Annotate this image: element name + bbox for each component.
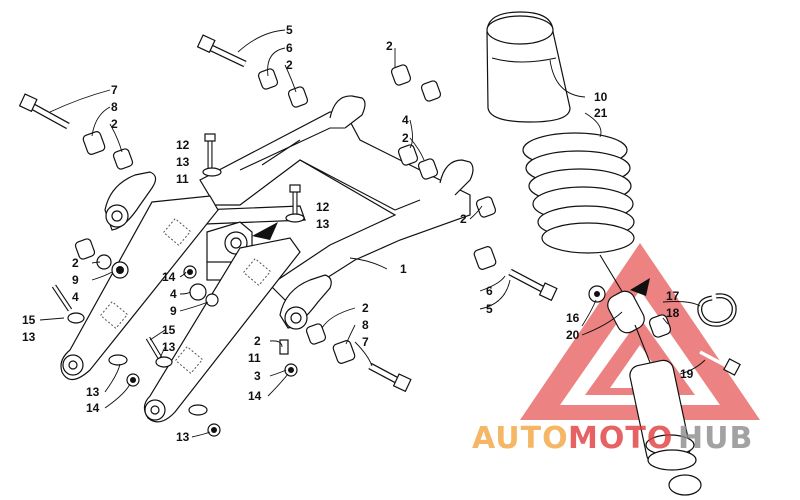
washer-13-bottom	[188, 404, 208, 416]
bolt-12-left	[202, 133, 222, 177]
callout-4-mid-left: 4	[170, 287, 177, 301]
callout-14-center: 14	[248, 389, 262, 403]
callout-13-bottom: 13	[176, 430, 190, 444]
callout-5-top: 5	[286, 23, 293, 37]
callout-10: 10	[594, 90, 608, 104]
shock-boot	[486, 11, 571, 123]
bushing-2-top	[287, 86, 309, 108]
bushing-8-left	[82, 131, 106, 155]
bushing-2-left	[112, 148, 134, 170]
callout-8-left: 8	[111, 100, 118, 114]
callout-labels: 5 6 2 7 8 2 2 4 2 10 21 12 13 11 12 13 2…	[22, 23, 694, 444]
bushing-2-right	[475, 196, 497, 218]
callout-13-center: 13	[316, 217, 330, 231]
bushing-8-lower-right	[332, 340, 356, 364]
bushing-2-upper-right	[390, 64, 412, 86]
shock-absorber	[588, 254, 702, 496]
callout-6-top: 6	[286, 41, 293, 55]
bushing-2-mid	[417, 158, 439, 180]
bolt-15-left	[51, 284, 85, 324]
link-arm-right	[143, 237, 301, 423]
callout-9-left: 9	[72, 273, 79, 287]
bushing-2-lower-right	[305, 323, 327, 345]
bolt-5-right	[508, 268, 558, 302]
direction-arrow	[252, 222, 278, 240]
callout-5-right: 5	[486, 302, 493, 316]
callout-16: 16	[566, 311, 580, 325]
bushing-2-lower-left	[74, 238, 96, 260]
watermark-hub: HUB	[678, 421, 753, 456]
callout-20: 20	[566, 328, 580, 342]
callout-4-left: 4	[72, 290, 79, 304]
callout-4-mid: 4	[402, 113, 409, 127]
callout-7-left: 7	[111, 83, 118, 97]
callout-12-center: 12	[316, 200, 330, 214]
bolt-7-left	[18, 93, 70, 130]
callout-13-left: 13	[176, 155, 190, 169]
callout-12-left: 12	[176, 138, 190, 152]
callout-2-center-lower: 2	[254, 334, 261, 348]
callout-19: 19	[680, 367, 694, 381]
snap-ring	[697, 293, 737, 327]
bolt-5-top	[196, 34, 247, 68]
callout-14-lower-left: 14	[86, 401, 100, 415]
watermark-auto: AUTO	[472, 421, 569, 456]
lower-loop	[279, 274, 332, 330]
callout-15-left: 15	[22, 313, 36, 327]
bolt-12-center	[285, 184, 305, 223]
callout-18: 18	[666, 306, 680, 320]
callout-2-right: 2	[460, 212, 467, 226]
nut-4-upper-right	[420, 80, 442, 102]
callout-7-lower-right: 7	[362, 335, 369, 349]
callout-2-top: 2	[286, 58, 293, 72]
callout-8-lower-right: 8	[362, 318, 369, 332]
callout-13-left-lower: 13	[22, 330, 36, 344]
callout-2-left: 2	[111, 117, 118, 131]
callout-21: 21	[594, 106, 608, 120]
callout-1: 1	[400, 262, 407, 276]
nut-4-mid-left	[189, 283, 207, 301]
bushing-6-top	[257, 68, 279, 90]
callout-13-lower-left: 13	[86, 385, 100, 399]
washer-13-lower-left	[108, 354, 128, 366]
callout-6-right: 6	[486, 284, 493, 298]
bolt-15-mid	[145, 336, 173, 368]
callout-2-upper-right: 2	[386, 39, 393, 53]
callout-3: 3	[254, 369, 261, 383]
callout-11-left: 11	[176, 172, 189, 186]
coil-spring	[522, 132, 635, 254]
callout-11-center: 11	[248, 351, 261, 365]
bushing-6-right	[473, 246, 497, 270]
callout-2-mid: 2	[402, 131, 409, 145]
washer-9-mid	[205, 293, 219, 307]
watermark-moto: MOTO	[568, 421, 673, 456]
callout-17: 17	[666, 289, 680, 303]
direction-arrow-shock	[630, 278, 650, 296]
callout-13-mid: 13	[162, 340, 176, 354]
callout-2-lower-left: 2	[72, 256, 79, 270]
link-arm-left	[60, 195, 219, 381]
bolt-7-lower-right	[368, 362, 412, 393]
nut-4-mid	[397, 144, 419, 166]
callout-9-mid: 9	[170, 304, 177, 318]
callout-14-mid: 14	[162, 270, 176, 284]
upper-left-loop	[104, 171, 157, 231]
bolt-19	[699, 350, 741, 376]
pin-3	[279, 339, 289, 355]
leader-lines	[39, 29, 706, 438]
callout-2-lower-right: 2	[362, 301, 369, 315]
callout-15-mid: 15	[162, 323, 176, 337]
watermark-text: AUTO MOTO HUB	[472, 421, 753, 456]
